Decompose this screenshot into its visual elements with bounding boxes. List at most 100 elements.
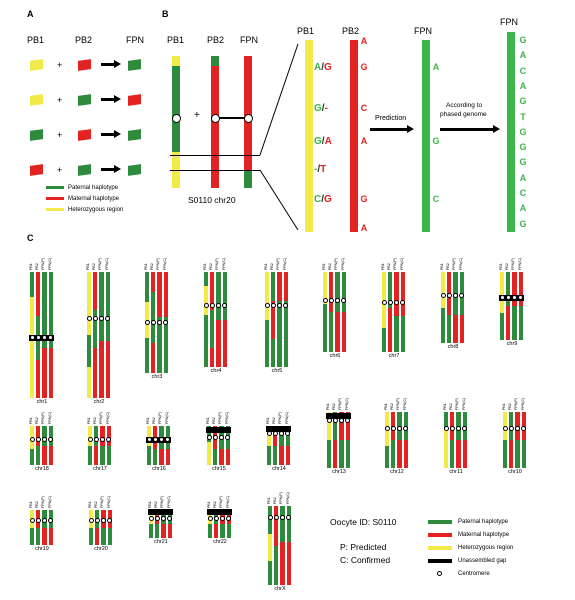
panel-a-arrow	[101, 98, 115, 101]
centromere	[521, 426, 527, 432]
track-label: FPN(P)	[218, 412, 223, 424]
chrom-segment	[456, 412, 461, 440]
zoom-fpn-base: G	[432, 136, 440, 146]
chrom-segment	[500, 312, 505, 340]
chrom-segment	[280, 506, 285, 542]
chrom-segment	[219, 449, 224, 465]
track-label: FPN(C)	[104, 257, 109, 270]
chrom-segment	[268, 561, 273, 585]
track-label: PB1	[29, 501, 33, 508]
centromere	[225, 435, 231, 441]
zoom-phased-base: A	[519, 50, 527, 61]
panel-c-legend-label: Centromere	[458, 571, 490, 577]
centromere	[264, 302, 270, 308]
panel-b-header-fpn: FPN	[240, 35, 258, 45]
panel-c-legend-centromere	[437, 571, 442, 576]
chrom-segment	[204, 314, 209, 367]
chrom-segment	[226, 524, 231, 538]
chrom-segment	[204, 286, 209, 315]
chrom-segment	[444, 428, 449, 468]
panel-a-arrow	[101, 133, 115, 136]
chrom-segment	[515, 440, 520, 468]
chrom-segment	[93, 309, 98, 348]
centromere	[446, 292, 452, 298]
zoom-fpn-base: C	[432, 194, 440, 204]
chrom-segment	[441, 272, 446, 308]
arrow-phased-label-2: phased genome	[440, 111, 487, 118]
track-label: FPN(P)	[279, 492, 284, 504]
chrom-segment	[333, 440, 338, 468]
track-label: FPN(C)	[221, 257, 226, 270]
chrom-segment	[391, 412, 396, 440]
chrom-segment	[157, 272, 162, 318]
chrom-segment	[271, 338, 276, 367]
chrom-segment	[391, 440, 396, 468]
centromere	[222, 302, 228, 308]
chrom-segment	[518, 306, 523, 340]
centromere	[341, 297, 347, 303]
track-label: PB1	[148, 501, 152, 508]
track-label: PB1	[206, 417, 210, 424]
centromere	[326, 417, 332, 423]
track-label: PB2	[270, 263, 275, 270]
track-label: PB2	[154, 501, 159, 508]
track-label: PB1	[322, 263, 326, 270]
chrom-segment	[105, 272, 110, 342]
chrom-segment	[394, 272, 399, 316]
centromere	[41, 518, 47, 523]
centromere	[35, 335, 41, 341]
panel-a-label: A	[27, 9, 34, 19]
centromere	[270, 302, 276, 308]
track-label: PB1	[502, 403, 506, 410]
track-label: FPN(P)	[215, 258, 220, 270]
track-label: FPN(P)	[100, 496, 105, 508]
chrom-segment	[30, 337, 35, 398]
track-label: PB1	[144, 263, 148, 270]
chrom-segment	[268, 533, 273, 562]
centromere	[396, 426, 402, 432]
centromere	[206, 435, 212, 441]
chrom-segment	[100, 426, 105, 446]
track-label: FPN(P)	[455, 398, 460, 410]
chrom-segment	[48, 347, 53, 398]
zoom-phased-base: G	[519, 126, 527, 137]
centromere	[276, 302, 282, 308]
chrom-segment	[274, 545, 279, 585]
track-label: PB2	[152, 417, 157, 424]
panel-a-legend-label: Paternal haplotype	[68, 185, 119, 191]
chrom-segment	[285, 445, 290, 465]
track-label: FPN(C)	[162, 257, 167, 270]
chrom-label: chr14	[272, 466, 286, 472]
track-label: PB1	[146, 417, 150, 424]
chrom-segment	[509, 440, 514, 468]
centromere	[390, 426, 396, 432]
track-label: PB2	[213, 501, 218, 508]
chrom-segment	[87, 335, 92, 367]
zoom-phased-base: G	[519, 35, 527, 45]
centromere	[160, 515, 166, 521]
track-label: FPN(P)	[511, 258, 516, 270]
track-label: PB1	[29, 417, 33, 424]
zoom-phased-base: T	[520, 111, 526, 122]
centromere	[86, 316, 92, 322]
centromere	[212, 435, 218, 441]
centromere	[41, 437, 47, 443]
chrom-segment	[216, 272, 221, 320]
centromere	[452, 292, 458, 298]
legend-predicted: P: Predicted	[340, 542, 387, 552]
arrow-prediction-head	[407, 125, 414, 133]
panel-a-header-pb2: PB2	[75, 35, 93, 45]
panel-b-centromere	[244, 114, 253, 123]
track-label: FPN(P)	[160, 496, 165, 508]
panel-a-pb1-swatch	[30, 59, 43, 71]
zoom-fpn-phased-bar	[507, 32, 515, 232]
panel-a-legend-label: Heterozygous region	[68, 207, 124, 213]
unassembled-gap	[207, 509, 232, 516]
chrom-segment	[87, 366, 92, 398]
track-label: PB1	[440, 263, 444, 270]
track-label: PB1	[267, 497, 271, 504]
chrom-segment	[521, 440, 526, 468]
chrom-segment	[165, 449, 170, 465]
centromere	[272, 431, 278, 437]
panel-b-centromere	[211, 114, 220, 123]
